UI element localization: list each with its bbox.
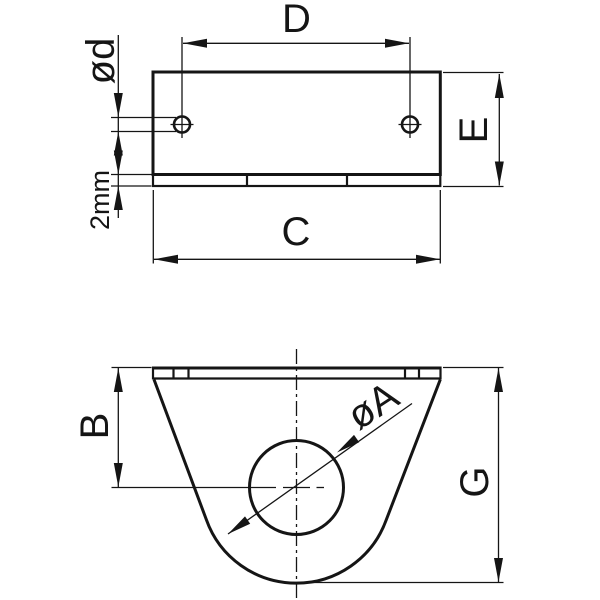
top-view: D ød 2mm E C (79, 0, 504, 264)
plate-flange-strip (151, 173, 442, 188)
screw-hole-left (172, 115, 192, 134)
main-hole (248, 439, 345, 536)
front-view-arrowheads (113, 368, 503, 582)
label-od: ød (79, 38, 123, 85)
label-2mm: 2mm (85, 170, 115, 230)
top-view-arrowheads (113, 38, 504, 264)
label-B: B (73, 413, 117, 440)
bracket-body-outline (152, 378, 442, 585)
dimension-oA-leader (227, 402, 413, 535)
plate-outline (151, 70, 442, 176)
label-E: E (452, 117, 496, 144)
label-oA: øA (340, 373, 407, 438)
front-view-dimension-lines (111, 349, 504, 598)
screw-hole-right (400, 115, 420, 134)
label-D: D (282, 0, 311, 41)
label-C: C (282, 210, 311, 254)
front-view: B G øA (73, 349, 504, 598)
label-G: G (453, 466, 497, 497)
